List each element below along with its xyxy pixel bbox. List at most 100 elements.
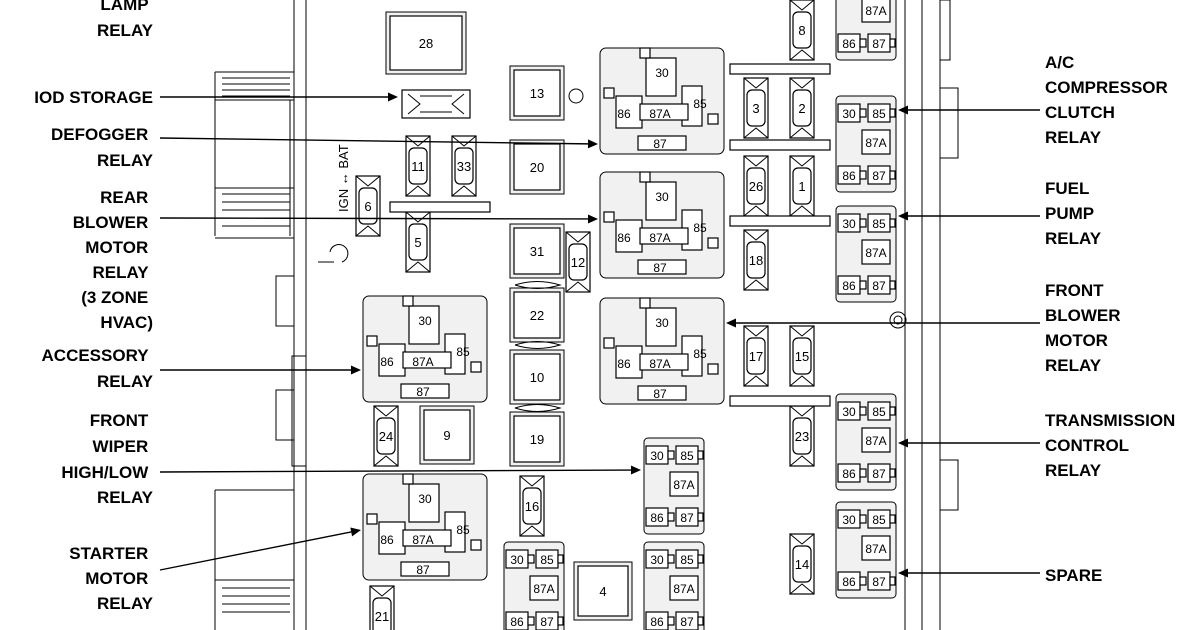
arrow-accessory-relay (160, 365, 361, 375)
fuse-5-label: 5 (414, 235, 421, 250)
arrow-front-blower-motor-relay (726, 318, 1040, 328)
fuse-26: 26 (743, 155, 769, 217)
pin-86: 86 (842, 575, 856, 589)
fuse-22-label: 22 (530, 308, 544, 323)
pin-85: 85 (872, 107, 886, 121)
pin-85: 85 (693, 347, 707, 361)
pin-87: 87 (872, 37, 886, 51)
fuse-28: 28 (385, 11, 467, 75)
relay-front-wiper-high-low: 30 85 87A 86 87 (643, 437, 705, 535)
fuse-24: 24 (373, 405, 399, 467)
fuse-17: 17 (743, 325, 769, 387)
fuse-33-label: 33 (457, 159, 471, 174)
fuse-26-label: 26 (749, 179, 763, 194)
pin-87: 87 (653, 261, 667, 275)
pin-30: 30 (842, 217, 856, 231)
fuse-31-label: 31 (530, 244, 544, 259)
right-labels: A/C COMPRESSOR CLUTCH RELAY FUEL PUMP RE… (1045, 53, 1175, 585)
pin-86: 86 (650, 615, 664, 629)
fuse-9: 9 (419, 405, 475, 465)
fuse-1-label: 1 (798, 179, 805, 194)
left-clip-top (214, 71, 294, 236)
fuse-2: 2 (789, 77, 815, 139)
fuse-1: 1 (789, 155, 815, 217)
arrow-transmission-control-relay (898, 438, 1040, 448)
pin-85: 85 (872, 217, 886, 231)
pin-87a: 87A (533, 582, 554, 596)
pin-87a: 87A (412, 355, 433, 369)
pin-85: 85 (456, 523, 470, 537)
callout-arrows (159, 92, 1040, 578)
arrow-ac-compressor-clutch-relay (898, 105, 1040, 115)
fuse-9-label: 9 (443, 428, 450, 443)
label-ac-compressor-clutch-relay: A/C COMPRESSOR CLUTCH RELAY (1045, 53, 1173, 147)
pin-85: 85 (693, 221, 707, 235)
arrow-iod-storage (160, 92, 398, 102)
pin-30: 30 (418, 314, 432, 328)
arrow-starter-motor-relay (159, 527, 361, 571)
pin-86: 86 (842, 169, 856, 183)
iod-storage-connector (401, 89, 471, 119)
fuse-17-label: 17 (749, 349, 763, 364)
fuse-4: 4 (573, 561, 633, 621)
fuse-12-label: 12 (571, 255, 585, 270)
pin-85: 85 (680, 449, 694, 463)
pin-87: 87 (416, 563, 430, 577)
fuse-16: 16 (519, 475, 545, 537)
arrow-fuel-pump-relay (898, 211, 1040, 221)
pin-30: 30 (650, 449, 664, 463)
fuse-23: 23 (789, 405, 815, 467)
pin-30: 30 (842, 107, 856, 121)
pin-30: 30 (655, 66, 669, 80)
pin-87a: 87A (865, 246, 886, 260)
pin-87: 87 (872, 169, 886, 183)
fuse-14: 14 (789, 533, 815, 595)
fuse-19: 19 (509, 411, 565, 467)
arrow-rear-blower-motor-relay (159, 214, 598, 224)
fuse-13: 13 (509, 65, 565, 121)
fuse-3: 3 (743, 77, 769, 139)
pin-87a: 87A (649, 231, 670, 245)
pin-87: 87 (540, 615, 554, 629)
fuse-12: 12 (565, 231, 591, 293)
fuse-3-label: 3 (752, 101, 759, 116)
label-fuel-pump-relay: FUEL PUMP RELAY (1045, 179, 1102, 248)
fuse-22: 22 (509, 287, 565, 343)
fuse-8: 8 (789, 0, 815, 61)
fuse-18: 18 (743, 229, 769, 291)
ign-bat-label: IGN ↔ BAT (336, 144, 351, 212)
label-accessory-relay: ACCESSORY RELAY (42, 346, 154, 391)
pin-85: 85 (872, 405, 886, 419)
label-front-blower-motor-relay: FRONT BLOWER MOTOR RELAY (1045, 281, 1125, 375)
arrow-front-wiper-relay (159, 465, 641, 475)
pin-87a: 87A (865, 542, 886, 556)
pin-87: 87 (680, 511, 694, 525)
pin-86: 86 (650, 511, 664, 525)
pin-87: 87 (416, 385, 430, 399)
pin-87a: 87A (865, 434, 886, 448)
fuse-16-label: 16 (525, 499, 539, 514)
pin-87a: 87A (673, 478, 694, 492)
pin-86: 86 (617, 357, 631, 371)
pin-30: 30 (650, 553, 664, 567)
fuse-20: 20 (509, 139, 565, 195)
fuse-14-label: 14 (795, 557, 809, 572)
fuse-19-label: 19 (530, 432, 544, 447)
fuse-28-label: 28 (419, 36, 433, 51)
pin-30: 30 (842, 513, 856, 527)
fuse-4-label: 4 (599, 584, 606, 599)
fuse-23-label: 23 (795, 429, 809, 444)
fuse-33: 33 (451, 135, 477, 197)
label-front-wiper-relay: FRONT WIPER HIGH/LOW RELAY (61, 411, 153, 507)
pin-87: 87 (872, 467, 886, 481)
